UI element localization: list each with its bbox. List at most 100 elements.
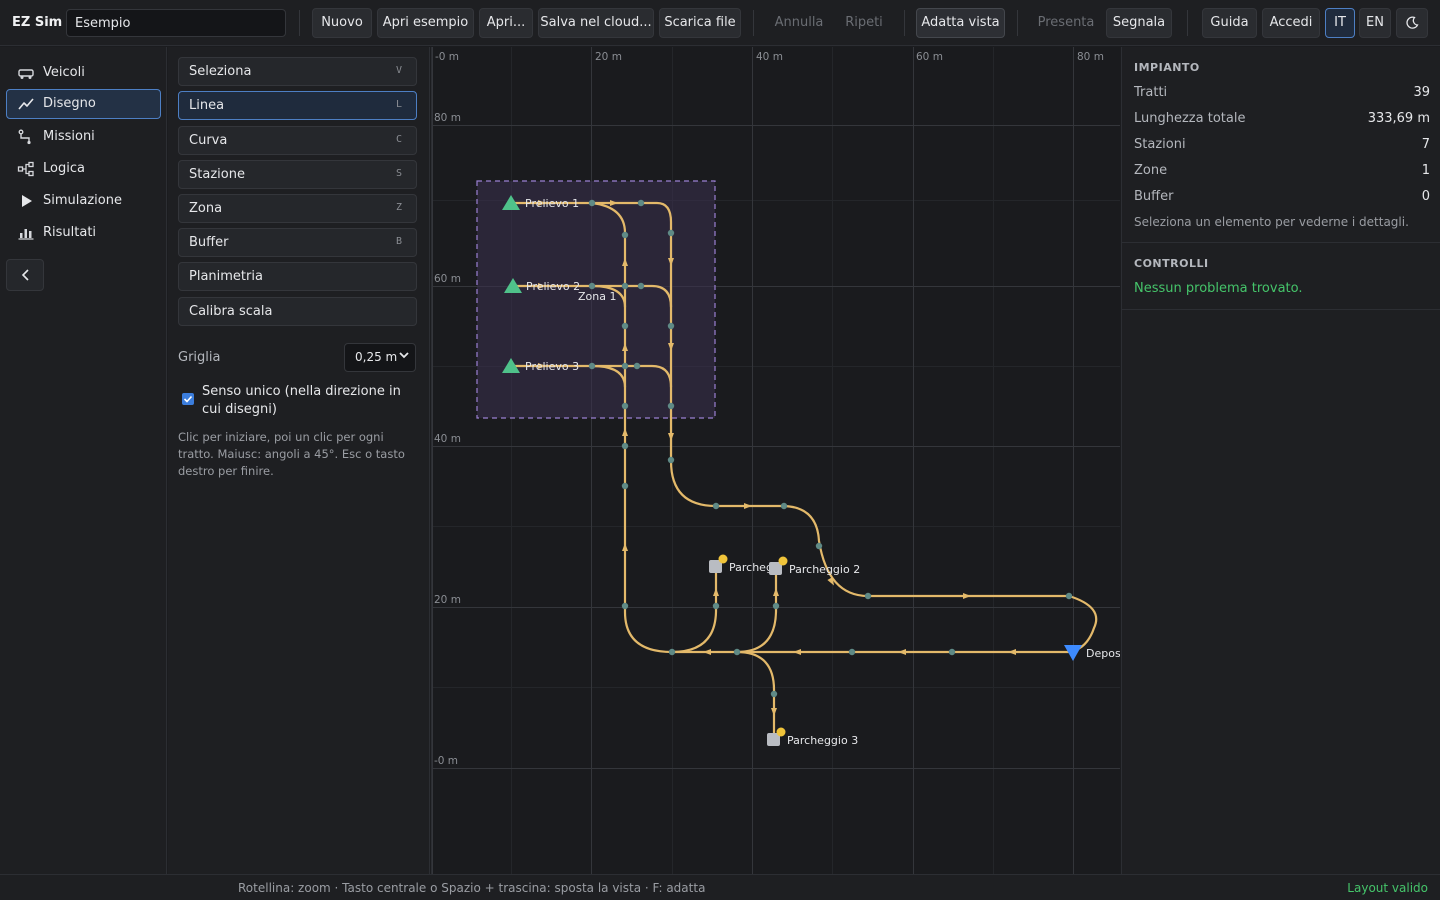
y-tick-label: 60 m <box>434 273 461 285</box>
tool-shortcut: C <box>395 134 402 145</box>
nav-item-disegno[interactable]: Disegno <box>6 89 161 119</box>
tool-label: Buffer <box>189 235 229 250</box>
undo-button[interactable]: Annulla <box>774 15 824 30</box>
project-name-input[interactable] <box>66 9 286 37</box>
tool-label: Linea <box>189 98 225 113</box>
x-tick-label: 80 m <box>1077 51 1104 63</box>
nav-label: Veicoli <box>43 65 85 80</box>
parking-station-2[interactable]: Parcheggio 2 <box>769 556 860 577</box>
new-button[interactable]: Nuovo <box>312 8 372 38</box>
status-bar: Rotellina: zoom · Tasto centrale o Spazi… <box>0 874 1440 900</box>
nav-item-risultati[interactable]: Risultati <box>6 218 161 248</box>
status-hint: Rotellina: zoom · Tasto centrale o Spazi… <box>238 881 706 895</box>
plant-section-title: IMPIANTO <box>1134 61 1200 74</box>
stat-value: 0 <box>1421 189 1430 204</box>
chevron-left-icon <box>21 269 29 281</box>
layout-canvas[interactable]: -0 m 20 m 40 m 60 m 80 m 80 m 60 m 40 m … <box>431 47 1120 874</box>
open-button[interactable]: Apri... <box>479 8 533 38</box>
grid-size-value: 0,25 m <box>355 350 398 364</box>
download-button[interactable]: Scarica file <box>659 8 741 38</box>
grid-label: Griglia <box>178 350 221 365</box>
tool-line[interactable]: Linea L <box>178 91 417 120</box>
track-nodes <box>588 199 1073 698</box>
oneway-label: Senso unico (nella direzione in cui dise… <box>202 384 401 417</box>
tool-calibrate-scale[interactable]: Calibra scala <box>178 297 417 326</box>
stat-value: 333,69 m <box>1367 111 1430 126</box>
layout-status: Layout valido <box>1347 881 1428 895</box>
toolbar-divider <box>904 10 905 36</box>
bar-chart-icon <box>18 229 34 240</box>
pick-station-2[interactable]: Prelievo 2 <box>504 278 580 293</box>
track-network[interactable] <box>510 201 1098 739</box>
pick-station-1[interactable]: Prelievo 1 <box>502 195 579 210</box>
stat-label: Buffer <box>1134 189 1174 204</box>
parking-station-1[interactable]: Parcheggio 1 <box>709 554 800 575</box>
zone-1[interactable] <box>476 180 716 419</box>
login-button[interactable]: Accedi <box>1262 8 1320 38</box>
stat-label: Tratti <box>1134 85 1168 100</box>
report-button[interactable]: Segnala <box>1106 8 1172 38</box>
play-icon <box>22 195 32 207</box>
station-label: Deposito <box>1086 647 1120 660</box>
collapse-nav-button[interactable] <box>6 259 44 291</box>
section-divider <box>1122 309 1440 310</box>
top-bar: EZ Sim Nuovo Apri esempio Apri... Salva … <box>0 0 1440 46</box>
nav-label: Risultati <box>43 225 97 240</box>
moon-icon <box>1406 16 1419 29</box>
line-chart-icon <box>18 98 34 110</box>
redo-button[interactable]: Ripeti <box>845 15 883 30</box>
tool-label: Zona <box>189 201 223 216</box>
selection-hint: Seleziona un elemento per vederne i dett… <box>1134 215 1409 229</box>
tool-buffer[interactable]: Buffer B <box>178 228 417 257</box>
stat-label: Stazioni <box>1134 137 1186 152</box>
lang-en-button[interactable]: EN <box>1359 8 1391 38</box>
theme-toggle-button[interactable] <box>1396 8 1428 38</box>
nav-item-veicoli[interactable]: Veicoli <box>6 58 161 88</box>
tool-label: Planimetria <box>189 269 263 284</box>
nav-item-missioni[interactable]: Missioni <box>6 122 161 152</box>
y-tick-label: 20 m <box>434 594 461 606</box>
y-tick-label: 80 m <box>434 112 461 124</box>
minor-grid <box>432 47 1120 874</box>
stat-label: Lunghezza totale <box>1134 111 1246 126</box>
tool-label: Seleziona <box>189 64 252 79</box>
layout-drawing[interactable]: -0 m 20 m 40 m 60 m 80 m 80 m 60 m 40 m … <box>432 47 1120 874</box>
vehicle-icon <box>18 69 34 79</box>
tool-floorplan[interactable]: Planimetria <box>178 262 417 291</box>
nav-item-simulazione[interactable]: Simulazione <box>6 186 161 216</box>
x-tick-label: 60 m <box>916 51 943 63</box>
present-button[interactable]: Presenta <box>1037 15 1095 30</box>
station-label: Prelievo 3 <box>525 360 579 373</box>
grid-size-select[interactable]: 0,25 m <box>344 343 416 372</box>
tool-shortcut: Z <box>395 202 402 213</box>
major-grid <box>432 47 1120 874</box>
deposit-station[interactable]: Deposito <box>1064 645 1120 661</box>
open-example-button[interactable]: Apri esempio <box>377 8 474 38</box>
properties-panel: IMPIANTO Tratti 39 Lunghezza totale 333,… <box>1121 47 1440 874</box>
tool-shortcut: L <box>395 99 402 110</box>
x-tick-label: 40 m <box>756 51 783 63</box>
tool-select[interactable]: Seleziona V <box>178 57 417 86</box>
fit-view-button[interactable]: Adatta vista <box>916 8 1005 38</box>
tool-shortcut: V <box>395 65 402 76</box>
app-brand: EZ Sim <box>12 15 63 30</box>
pick-station-3[interactable]: Prelievo 3 <box>502 358 579 373</box>
parking-station-3[interactable]: Parcheggio 3 <box>767 727 858 748</box>
oneway-checkbox[interactable] <box>182 393 194 405</box>
checks-result: Nessun problema trovato. <box>1134 281 1303 296</box>
tool-zone[interactable]: Zona Z <box>178 194 417 223</box>
save-cloud-button[interactable]: Salva nel cloud... <box>538 8 654 38</box>
x-tick-label: 20 m <box>595 51 622 63</box>
tool-shortcut: B <box>395 236 402 247</box>
nav-label: Disegno <box>43 96 96 111</box>
guide-button[interactable]: Guida <box>1202 8 1257 38</box>
chevron-down-icon <box>399 352 409 359</box>
stat-value: 39 <box>1413 85 1430 100</box>
toolbar-divider <box>753 10 754 36</box>
lang-it-button[interactable]: IT <box>1325 8 1355 38</box>
nav-item-logica[interactable]: Logica <box>6 154 161 184</box>
zone-label: Zona 1 <box>578 290 616 303</box>
checks-section-title: CONTROLLI <box>1134 257 1209 270</box>
